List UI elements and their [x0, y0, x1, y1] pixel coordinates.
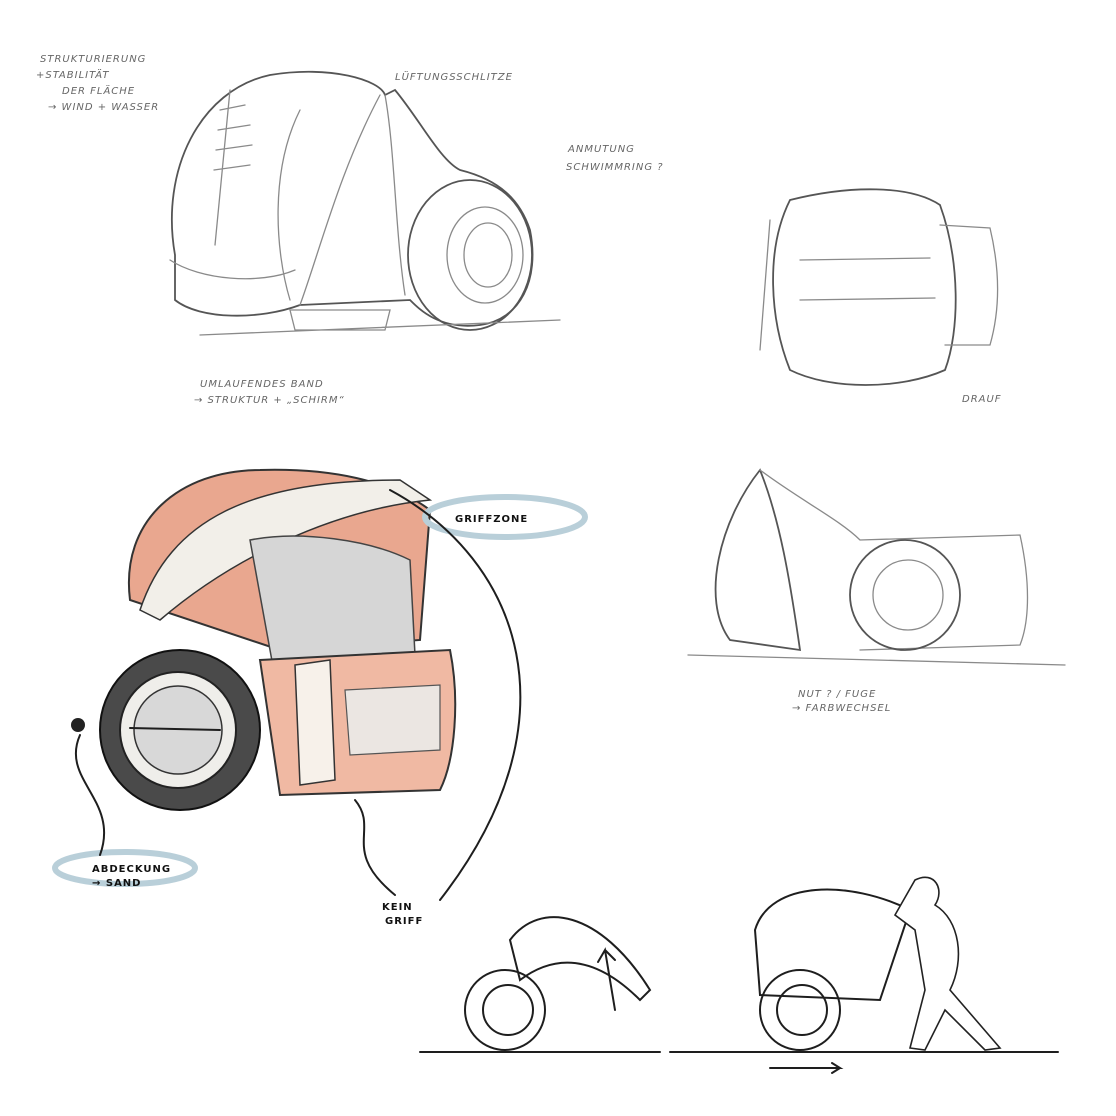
annotation-appearance: ANMUTUNG SCHWIMMRING ? — [566, 144, 664, 173]
annotation-cover: ABDECKUNG → SAND — [92, 864, 171, 889]
note-line: → WIND + WASSER — [48, 102, 159, 113]
sketch-top-view — [759, 188, 999, 386]
sketch-side-view — [687, 468, 1066, 666]
note-line: ANMUTUNG — [567, 144, 635, 155]
note-line: → STRUKTUR + „SCHIRM“ — [194, 395, 345, 406]
note-line: +STABILITÄT — [36, 68, 110, 81]
note-line: DER FLÄCHE — [62, 84, 135, 97]
sketch-usage-sequence — [419, 876, 1059, 1074]
note-line: ABDECKUNG — [92, 864, 171, 875]
note-line: UMLAUFENDES BAND — [200, 379, 324, 390]
note-line: → SAND — [92, 878, 141, 889]
note-line: → FARBWECHSEL — [792, 703, 891, 714]
annotation-groove: NUT ? / FUGE → FARBWECHSEL — [792, 689, 891, 714]
annotation-ventilation-slots: LÜFTUNGSSCHLITZE — [395, 70, 513, 83]
annotation-grip-zone: GRIFFZONE — [455, 514, 528, 525]
note-line: SCHWIMMRING ? — [566, 162, 664, 173]
note-line: GRIFF — [385, 916, 423, 927]
annotation-top-view: DRAUF — [962, 394, 1002, 405]
note-line: NUT ? / FUGE — [798, 689, 876, 700]
note-line: KEIN — [382, 902, 413, 913]
annotation-band: UMLAUFENDES BAND → STRUKTUR + „SCHIRM“ — [194, 379, 345, 406]
sketch-color-rendering — [52, 468, 588, 901]
sketch-perspective-top — [169, 70, 561, 336]
annotation-no-grip: KEIN GRIFF — [382, 902, 423, 927]
annotation-structuring: STRUKTURIERUNG +STABILITÄT DER FLÄCHE → … — [36, 54, 159, 113]
note-line: STRUKTURIERUNG — [40, 54, 146, 65]
